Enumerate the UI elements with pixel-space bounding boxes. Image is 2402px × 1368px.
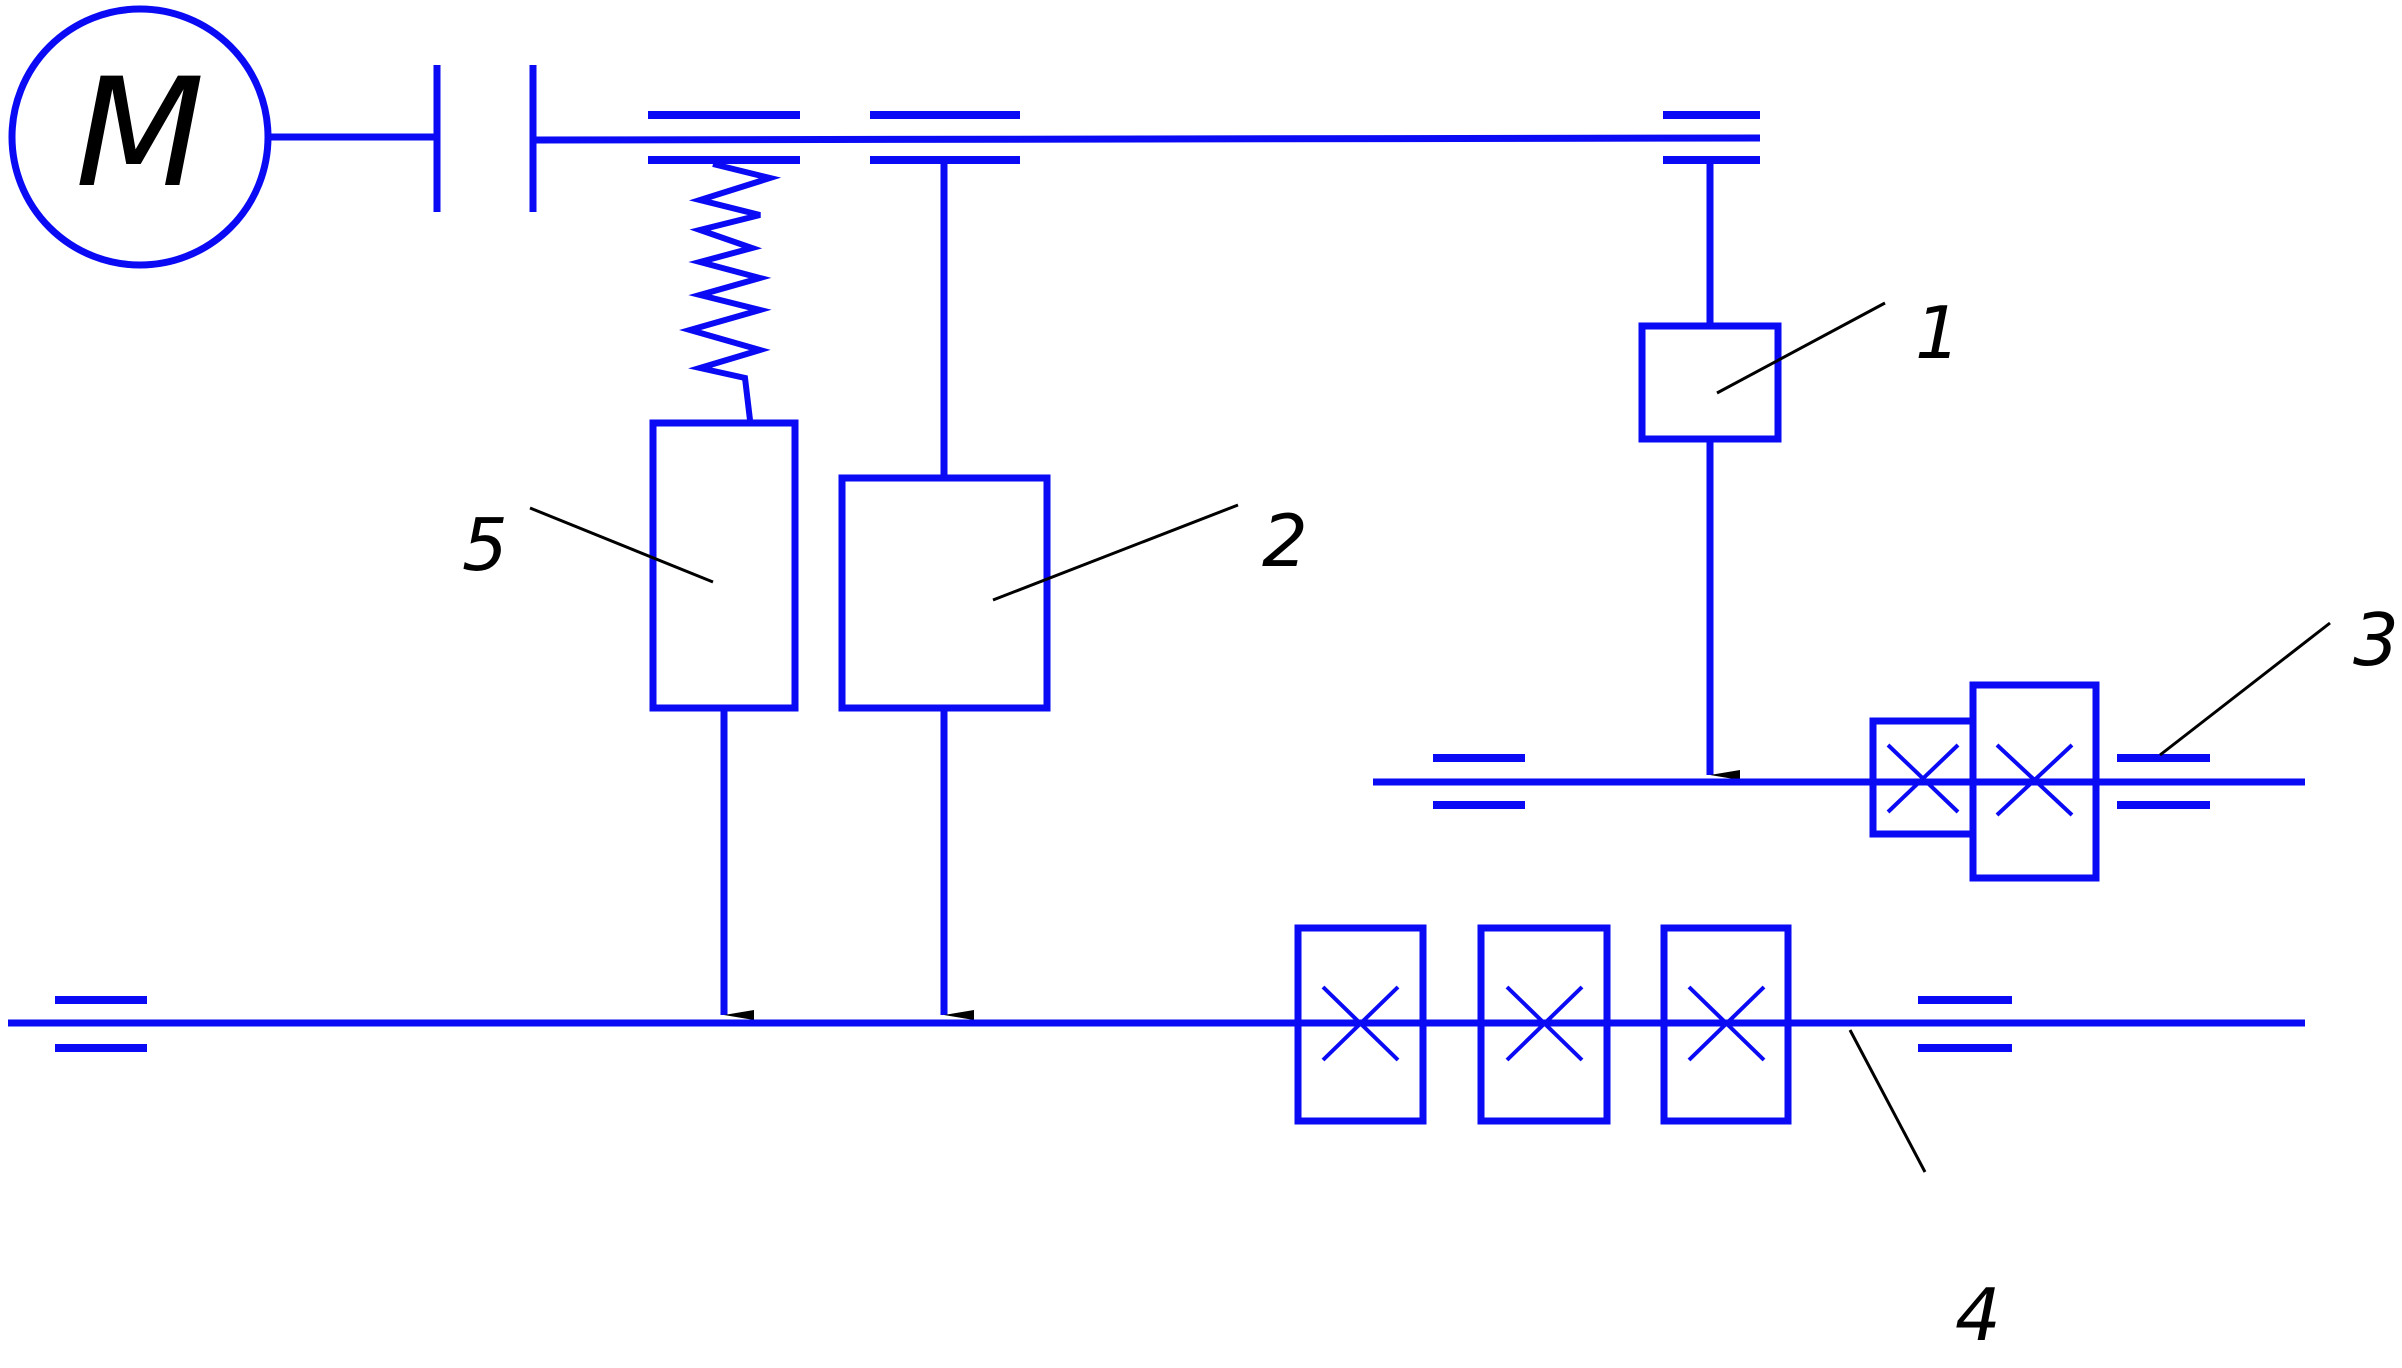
rolling-block-4c	[1660, 924, 1792, 1125]
main-shaft	[532, 134, 1761, 144]
callout-4: 4	[1955, 1273, 2001, 1357]
motor: M	[8, 5, 272, 269]
leader-3	[2159, 621, 2331, 757]
component-2-box	[838, 474, 1051, 712]
bearing-main-2	[870, 111, 1020, 164]
rolling-block-3a	[1869, 717, 1977, 838]
leader-1	[1716, 301, 1886, 395]
component-1-box	[1638, 322, 1782, 443]
leader-2	[992, 503, 1239, 602]
bearing-shaft-3-right	[2117, 754, 2210, 809]
callout-1: 1	[1915, 291, 1961, 375]
shaft-coupling	[268, 65, 537, 212]
spring	[679, 161, 782, 421]
bearing-main-3	[1663, 111, 1760, 164]
bearing-shaft-4-right	[1918, 996, 2012, 1052]
motor-label: M	[75, 47, 204, 221]
bearing-shaft-4-left	[55, 996, 147, 1052]
callout-5: 5	[462, 503, 508, 587]
rolling-block-3b	[1969, 681, 2100, 882]
rolling-block-4a	[1294, 924, 1427, 1125]
leader-4	[1848, 1029, 1927, 1173]
bearing-shaft-3-left	[1433, 754, 1525, 809]
leader-5	[529, 506, 714, 584]
callout-3: 3	[2353, 598, 2399, 682]
bearing-main-1	[648, 111, 800, 164]
rolling-block-4b	[1477, 924, 1611, 1125]
callout-2: 2	[1262, 499, 1308, 583]
